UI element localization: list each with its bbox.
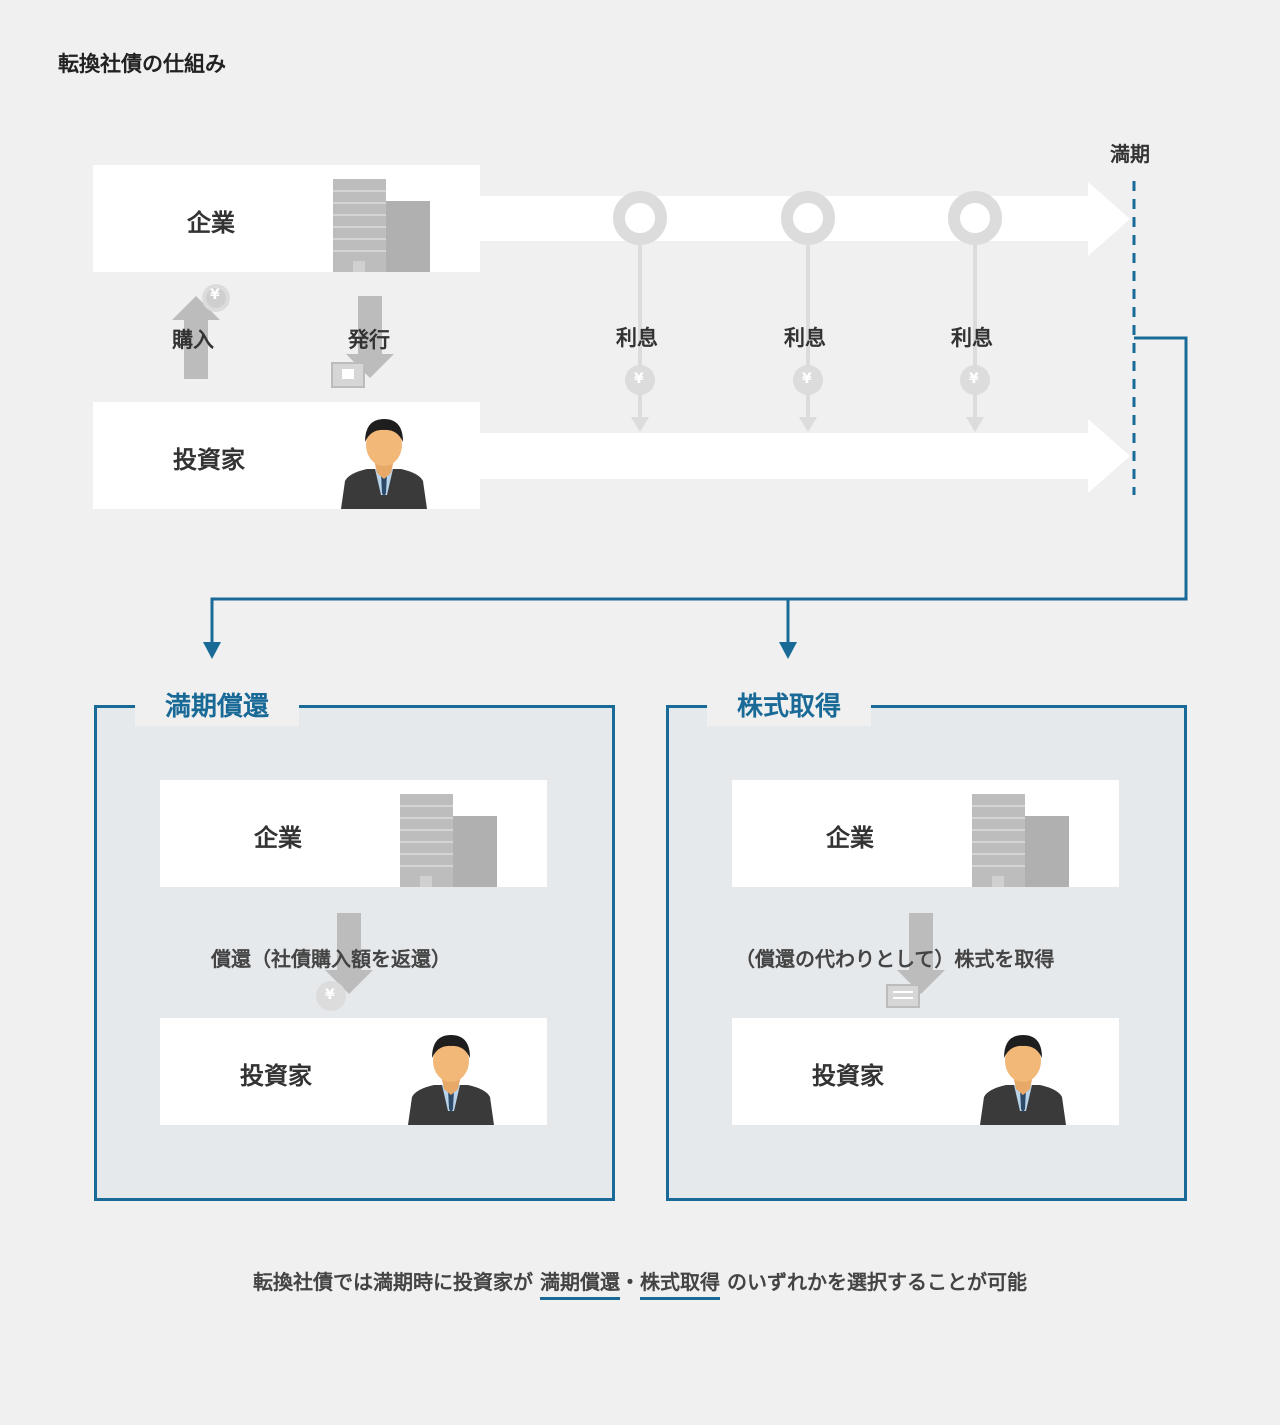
yen-coin-icon: [793, 365, 823, 395]
purchase-yen-symbol: ¥: [210, 287, 220, 303]
investor-timeline-arrow: [480, 419, 1130, 493]
company-label: 企業: [254, 824, 302, 852]
purchase-arrow: [172, 284, 230, 379]
interest-yen-symbol: ¥: [802, 371, 812, 387]
building-icon: [972, 794, 1069, 887]
footer-prefix: 転換社債では満期時に投資家が: [253, 1270, 534, 1294]
yen-coin-icon: [202, 284, 230, 312]
investor-label: 投資家: [812, 1062, 884, 1090]
investor-box: 投資家: [93, 402, 480, 509]
stock-title: 株式取得: [707, 688, 872, 726]
interest-yen-symbol: ¥: [969, 371, 979, 387]
arrow-down-stock: [779, 642, 797, 659]
purchase-label: 購入: [172, 328, 214, 352]
interest-yen-symbol: ¥: [634, 371, 644, 387]
maturity-connector: [203, 336, 1188, 659]
footer-description: 転換社債では満期時に投資家が 満期償還・株式取得 のいずれかを選択することが可能: [0, 1266, 1280, 1300]
issue-arrow: [331, 296, 394, 388]
company-label: 企業: [187, 209, 235, 237]
redemption-title: 満期償還: [135, 688, 300, 726]
investor-box: 投資家: [732, 1018, 1119, 1125]
investor-label: 投資家: [173, 446, 245, 474]
yen-coin-icon: [625, 365, 655, 395]
investor-label: 投資家: [240, 1062, 312, 1090]
interest-label: 利息: [616, 326, 658, 350]
redemption-yen-symbol: ¥: [325, 987, 335, 1003]
maturity-label: 満期: [1110, 142, 1150, 166]
interest-label: 利息: [951, 326, 993, 350]
businessman-icon: [341, 419, 427, 509]
company-box: 企業: [93, 165, 480, 272]
footer-separator: ・: [620, 1270, 640, 1294]
footer-highlight-stock: 株式取得: [640, 1270, 720, 1300]
redemption-panel: 満期償還 企業 ¥ 償還（社債購入額を返還） 投資家: [94, 688, 615, 1201]
certificate-icon: [331, 362, 365, 388]
redemption-arrow: [316, 913, 373, 1011]
page-title: 転換社債の仕組み: [58, 52, 226, 76]
building-icon: [333, 179, 430, 272]
interest-coins: [625, 365, 990, 395]
stock-panel: 株式取得 企業 （償還の代わりとして）株式を取得 投資家: [666, 688, 1187, 1201]
building-icon: [400, 794, 497, 887]
businessman-icon: [408, 1035, 494, 1125]
company-box: 企業: [160, 780, 547, 887]
issue-label: 発行: [348, 328, 390, 352]
yen-coin-icon: [316, 981, 346, 1011]
timeline-arrows: [480, 181, 1136, 495]
redemption-flow-label: 償還（社債購入額を返還）: [211, 947, 451, 971]
businessman-icon: [980, 1035, 1066, 1125]
certificate-icon: [886, 984, 920, 1008]
company-label: 企業: [826, 824, 874, 852]
stock-arrow: [886, 913, 945, 1008]
yen-coin-icon: [960, 365, 990, 395]
footer-suffix: のいずれかを選択することが可能: [726, 1270, 1027, 1294]
investor-box: 投資家: [160, 1018, 547, 1125]
footer-highlight-redemption: 満期償還: [540, 1270, 620, 1300]
arrow-down-redemption: [203, 642, 221, 659]
stock-flow-label: （償還の代わりとして）株式を取得: [735, 947, 1055, 971]
interest-label: 利息: [784, 326, 826, 350]
company-box: 企業: [732, 780, 1119, 887]
